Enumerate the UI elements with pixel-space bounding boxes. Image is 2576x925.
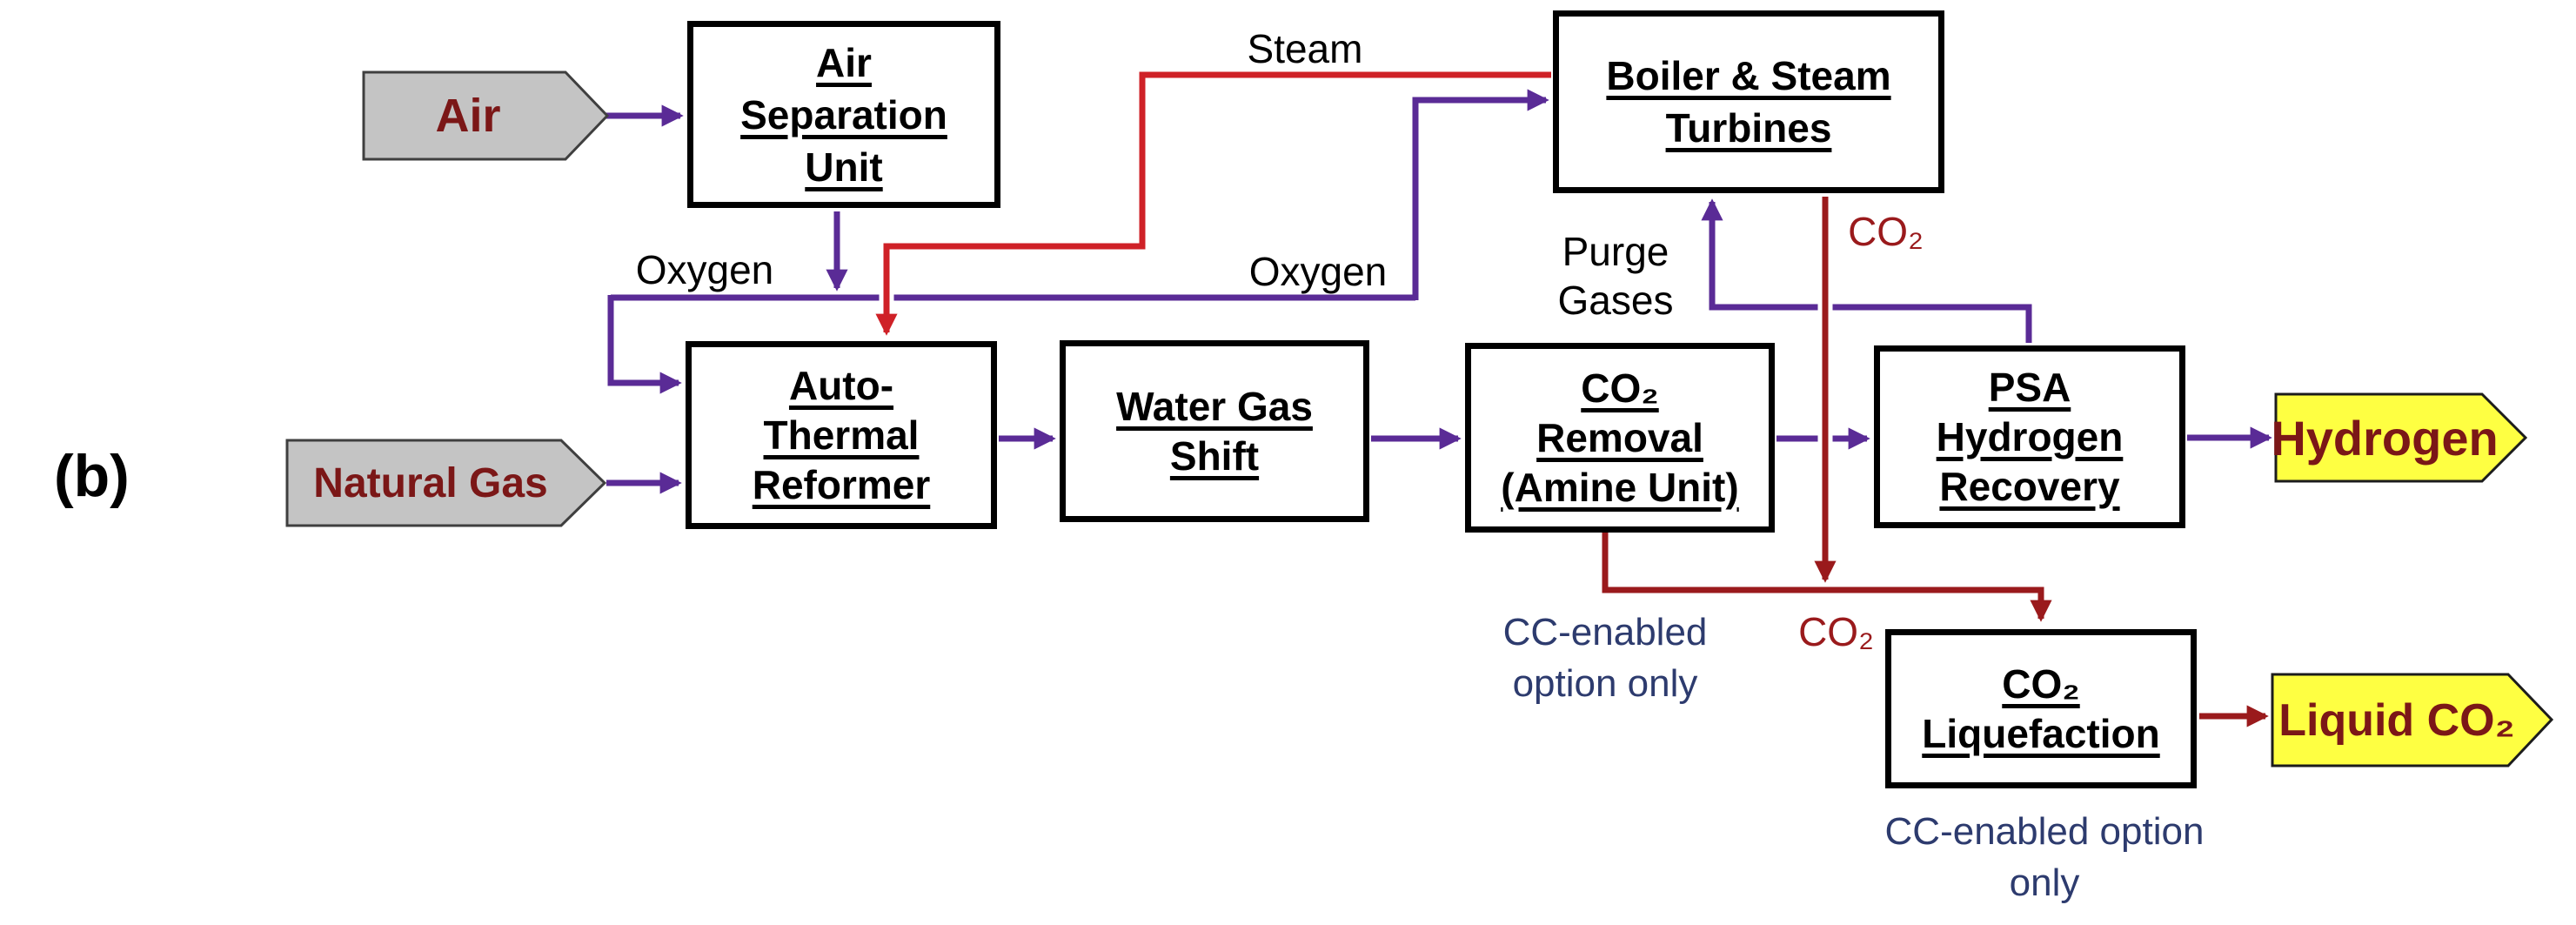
node-boiler-steam-turbines: Boiler & Steam Turbines <box>1553 10 1944 193</box>
purge-gases-line: Purge <box>1562 229 1669 274</box>
cc-note-line: option only <box>1512 662 1698 705</box>
co2-stream-label-top: CO₂ <box>1848 209 1924 254</box>
node-line: CO₂ <box>2002 660 2080 707</box>
node-line: Unit <box>805 144 883 190</box>
node-line: (Amine Unit) <box>1501 464 1739 510</box>
natural-gas-input-label: Natural Gas <box>313 459 548 506</box>
purge-gases-line <box>1701 198 2032 343</box>
node-line: Air <box>816 39 872 85</box>
co2-to-liquefaction-line <box>1602 532 2052 622</box>
node-line: Thermal <box>763 412 920 458</box>
oxygen-stream-label-left: Oxygen <box>635 247 774 292</box>
node-air-separation-unit: Air Separation Unit <box>687 21 1000 208</box>
purge-gases-stream-label: Purge Gases <box>1511 227 1720 325</box>
node-line: Removal <box>1536 414 1703 460</box>
node-auto-thermal-reformer: Auto- Thermal Reformer <box>686 341 997 529</box>
node-line: Turbines <box>1665 105 1832 151</box>
oxygen-to-boiler-line <box>1412 89 1549 300</box>
cc-note-line: CC-enabled <box>1502 611 1708 654</box>
co2-stream-label-bottom: CO₂ <box>1798 609 1874 654</box>
node-line: Auto- <box>788 362 894 408</box>
liquid-co2-output-label: Liquid CO₂ <box>2278 694 2515 746</box>
steam-stream-label: Steam <box>1247 26 1363 71</box>
node-line: Separation <box>740 91 947 137</box>
node-line: Recovery <box>1939 463 2120 509</box>
node-line: Shift <box>1169 432 1260 479</box>
node-line: Hydrogen <box>1936 413 2124 459</box>
hydrogen-output-label: Hydrogen <box>2271 410 2499 466</box>
figure-label: (b) <box>54 443 130 509</box>
node-line: Reformer <box>752 461 931 507</box>
natural-gas-input-chevron <box>285 439 607 527</box>
node-psa-hydrogen-recovery: PSA Hydrogen Recovery <box>1874 345 2185 528</box>
hydrogen-output-chevron <box>2274 392 2528 483</box>
liquid-co2-output-chevron <box>2271 673 2554 767</box>
node-co2-removal-amine-unit: CO₂ Removal (Amine Unit) <box>1465 343 1775 533</box>
cc-enabled-note-liquefaction: CC-enabled option only <box>1805 806 2284 908</box>
air-input-chevron <box>362 70 610 161</box>
oxygen-to-reformer-line <box>607 295 682 394</box>
air-input-label: Air <box>435 90 501 142</box>
node-line: Boiler & Steam <box>1606 53 1891 98</box>
node-water-gas-shift: Water Gas Shift <box>1060 340 1369 522</box>
node-line: Water Gas <box>1116 383 1313 429</box>
cc-enabled-note-removal: CC-enabled option only <box>1440 607 1770 709</box>
node-co2-liquefaction: CO₂ Liquefaction <box>1885 629 2197 788</box>
node-line: Liquefaction <box>1922 710 2160 756</box>
oxygen-stream-label-right: Oxygen <box>1248 249 1388 294</box>
node-line: CO₂ <box>1581 365 1659 411</box>
cc-note-line: only <box>2009 861 2080 904</box>
cc-note-line: CC-enabled option <box>1884 810 2205 853</box>
steam-line <box>875 71 1551 336</box>
purge-gases-line: Gases <box>1557 278 1674 323</box>
node-line: PSA <box>1988 364 2071 410</box>
